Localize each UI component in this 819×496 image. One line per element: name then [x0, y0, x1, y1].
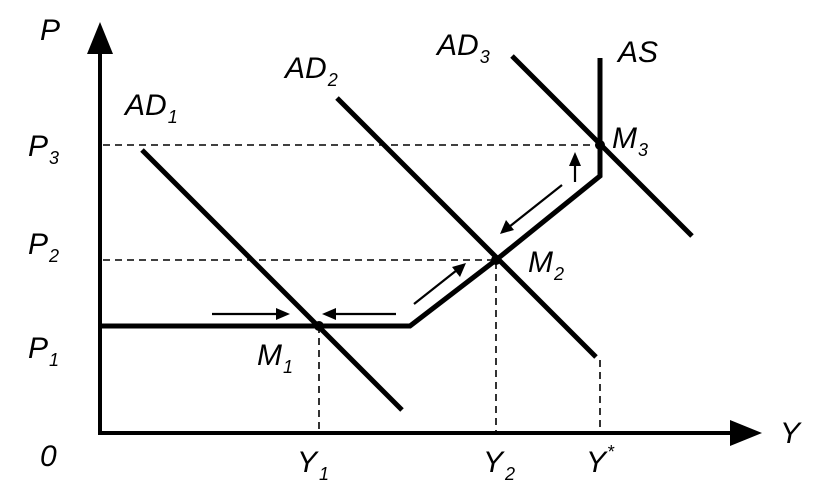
y-axis-label: P [40, 14, 60, 47]
x-axis-label: Y [780, 417, 802, 450]
reference-lines [103, 144, 601, 431]
price-label-p3: P3 [28, 130, 59, 168]
equilibrium-m3-label: M3 [612, 122, 648, 160]
arrow-down-toward-m2 [500, 184, 563, 234]
adjustment-arrows [212, 152, 581, 320]
output-label-ystar: Y* [586, 442, 615, 479]
ad1-label: AD1 [123, 89, 178, 127]
price-label-p2: P2 [28, 228, 59, 266]
as-label: AS [616, 36, 658, 69]
arrow-left-toward-m1 [322, 308, 396, 320]
equilibrium-m2-dot [491, 255, 501, 265]
y-axis-arrowhead [87, 22, 113, 54]
ad3-label: AD3 [435, 29, 490, 67]
x-axis-arrowhead [730, 420, 762, 446]
equilibrium-m1-dot [314, 321, 324, 331]
arrow-up-toward-m3 [569, 152, 581, 182]
equilibrium-m1-label: M1 [257, 339, 293, 377]
equilibrium-m3-dot [595, 140, 605, 150]
equilibrium-m2-label: M2 [528, 246, 564, 284]
origin-label: 0 [40, 440, 57, 473]
ad1-curve [140, 148, 404, 412]
axes [87, 22, 762, 446]
ad2-label: AD2 [283, 52, 338, 90]
price-label-p1: P1 [28, 332, 59, 370]
ad2-curve [335, 96, 598, 359]
arrow-up-toward-m2 [413, 263, 466, 305]
arrow-right-toward-m1 [212, 308, 290, 320]
